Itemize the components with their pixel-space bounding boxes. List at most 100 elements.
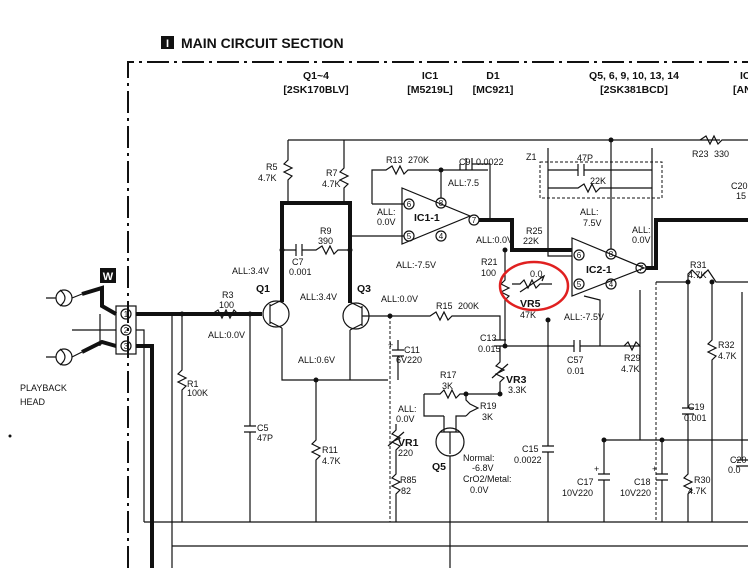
r3-label: R3 — [222, 290, 234, 300]
section-title: MAIN CIRCUIT SECTION — [181, 35, 344, 51]
vr1-value: 220 — [398, 448, 413, 458]
v-source: ALL:0.6V — [298, 355, 335, 365]
vr3-value: 3.3K — [508, 385, 527, 395]
z1-c-value: 47P — [577, 153, 593, 163]
section-numeral-box — [161, 36, 174, 49]
v-vr1-b: 0.0V — [396, 414, 415, 424]
r3-value: 100 — [219, 300, 234, 310]
q5-label: Q5 — [432, 461, 446, 473]
r17-value: 3K — [442, 381, 453, 391]
r7 — [338, 140, 350, 203]
connector-tag: W — [103, 271, 114, 283]
c7-label: C7 — [292, 257, 304, 267]
z1-r-value: 22K — [590, 176, 606, 186]
v-ic1-out: ALL:0.0V — [476, 235, 513, 245]
q5-normal: Normal: — [463, 453, 495, 463]
header-q1-4-part: [2SK170BLV] — [283, 84, 348, 96]
v-q1-gate: ALL:0.0V — [208, 330, 245, 340]
c5-value: 47P — [257, 433, 273, 443]
c20 — [736, 292, 748, 467]
r5-value: 4.7K — [258, 173, 277, 183]
r11 — [310, 380, 322, 522]
r29 — [583, 295, 641, 352]
c11 — [392, 340, 404, 380]
ic2-1-label: IC2-1 — [586, 264, 612, 276]
vr5-value: 47K — [520, 310, 536, 320]
r11-label: R11 — [322, 445, 338, 455]
c57 — [505, 290, 641, 352]
highlight-circle — [498, 260, 570, 312]
svg-text:7: 7 — [639, 264, 644, 273]
header-edge: IC — [740, 70, 748, 82]
svg-text:4: 4 — [609, 280, 614, 289]
r19-label: R19 — [480, 401, 497, 411]
c17 — [598, 440, 610, 522]
c7-value: 0.001 — [289, 267, 312, 277]
c15-label: C15 — [522, 444, 539, 454]
svg-text:+: + — [388, 340, 393, 350]
r30-value: 4.7K — [688, 486, 707, 496]
vr3 — [491, 346, 509, 394]
v-vr5: 0.0 — [530, 269, 543, 279]
c9-label: C9 — [459, 157, 471, 167]
c15-value: 0.0022 — [514, 455, 542, 465]
svg-text:6: 6 — [407, 200, 412, 209]
r30-label: R30 — [694, 475, 711, 485]
c201-value: 15 — [736, 191, 746, 201]
r32-label: R32 — [718, 340, 735, 350]
c17-label: C17 — [577, 477, 594, 487]
v-q3-drain: ALL:3.4V — [300, 292, 337, 302]
svg-text:5: 5 — [577, 280, 582, 289]
c9 — [440, 158, 491, 220]
c13-value: 0.015 — [478, 344, 501, 354]
svg-text:5: 5 — [407, 232, 412, 241]
header-d1-part: [MC921] — [473, 84, 514, 96]
v-ic1-p8: ALL:7.5 — [448, 178, 479, 188]
header-d1: D1 — [486, 70, 500, 82]
c57-value: 0.01 — [567, 366, 585, 376]
head-wire-3 — [81, 339, 117, 354]
connector-pin-2: 2 — [124, 326, 129, 335]
playback-head — [46, 289, 83, 366]
connector-pin-3: 3 — [124, 342, 129, 351]
section-numeral: I — [166, 38, 169, 50]
header-edge-part: [AN — [733, 84, 748, 96]
head-wire-1 — [81, 285, 117, 316]
r25-label: R25 — [526, 226, 543, 236]
connector-pin-1: 1 — [124, 310, 129, 319]
r9-value: 390 — [318, 236, 333, 246]
r17-label: R17 — [440, 370, 457, 380]
v-ic1-p6-a: ALL: — [377, 207, 396, 217]
vr5[interactable] — [512, 274, 552, 293]
playback-label-1: PLAYBACK — [20, 383, 67, 393]
r85-label: R85 — [400, 475, 417, 485]
c18 — [656, 440, 668, 522]
v-ic2-out-b: 0.0V — [632, 235, 651, 245]
r1 — [176, 314, 188, 522]
r31-value: 4.7K — [688, 270, 707, 280]
r1-value: 100K — [187, 388, 208, 398]
svg-text:6: 6 — [577, 251, 582, 260]
r23-value: 330 — [714, 149, 729, 159]
vr1-label: VR1 — [398, 437, 419, 449]
v-q1-drain: ALL:3.4V — [232, 266, 269, 276]
junctions — [179, 137, 715, 443]
q5-crmetal: CrO2/Metal: — [463, 474, 512, 484]
c11-label: C11 — [404, 345, 420, 355]
v-ic2-p8-a: ALL: — [580, 207, 599, 217]
v-q3-gate: ALL:0.0V — [381, 294, 418, 304]
c19-value: 0.001 — [684, 413, 707, 423]
q1-q3-drain-bus — [280, 201, 352, 303]
z1-box — [539, 161, 663, 199]
c20-label: C20 — [730, 455, 747, 465]
q5-crmetal-v: 0.0V — [470, 485, 489, 495]
r5 — [282, 140, 294, 203]
c9-value: 0.0022 — [476, 157, 504, 167]
r15-value: 200K — [458, 301, 479, 311]
vr3-label: VR3 — [506, 374, 527, 386]
r5-label: R5 — [266, 162, 278, 172]
c13-label: C13 — [480, 333, 497, 343]
r13-label: R13 — [386, 155, 403, 165]
v-ic2-p8-b: 7.5V — [583, 218, 602, 228]
r3 — [211, 308, 239, 320]
